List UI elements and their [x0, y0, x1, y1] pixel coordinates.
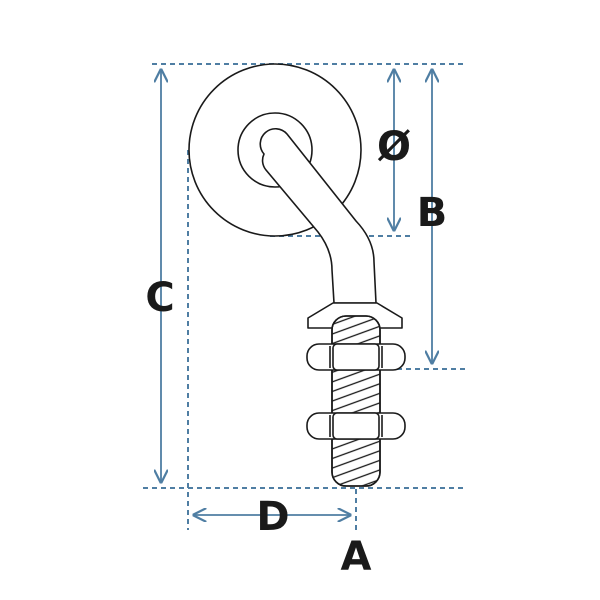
eye-bolt: [188, 63, 406, 487]
b-label: B: [417, 190, 448, 236]
threaded-shaft: [331, 315, 381, 487]
diameter-label: Ø: [377, 124, 411, 170]
dimension-arrows: [161, 70, 432, 515]
hook-rod: [259, 127, 377, 304]
lower-nut: [306, 412, 406, 440]
d-label: D: [256, 494, 289, 540]
dimension-labels: Ø B C D A: [145, 124, 447, 580]
c-label: C: [145, 275, 174, 321]
a-label: A: [341, 534, 372, 580]
upper-nut: [306, 343, 406, 371]
